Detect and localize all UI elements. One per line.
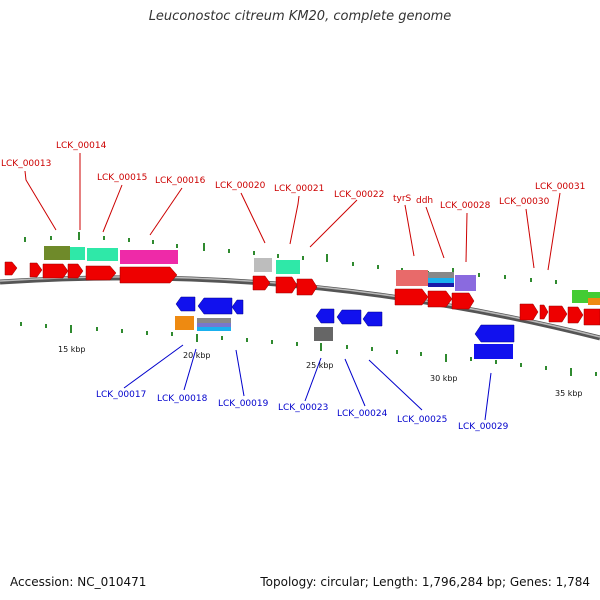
feature-box[interactable] (455, 275, 476, 291)
gene-label[interactable]: LCK_00031 (535, 182, 585, 192)
feature-box[interactable] (428, 283, 454, 287)
feature-box[interactable] (87, 248, 118, 261)
lower-feature-boxes (175, 316, 513, 359)
gene-label[interactable]: LCK_00019 (218, 399, 269, 409)
gene-label[interactable]: LCK_00017 (96, 390, 146, 400)
scale-label: 20 kbp (183, 351, 211, 360)
gene-arrow[interactable] (231, 299, 244, 315)
feature-box[interactable] (428, 272, 454, 278)
gene-arrow[interactable] (583, 308, 600, 326)
gene-arrow[interactable] (175, 296, 196, 312)
feature-box[interactable] (197, 318, 231, 323)
feature-box[interactable] (588, 292, 600, 298)
gene-arrow[interactable] (315, 308, 335, 324)
gene-label[interactable]: LCK_00021 (274, 184, 324, 194)
gene-label[interactable]: LCK_00023 (278, 403, 328, 413)
gene-arrow[interactable] (548, 305, 568, 323)
gene-arrow[interactable] (29, 262, 43, 278)
feature-box[interactable] (474, 344, 513, 359)
gene-label[interactable]: LCK_00018 (157, 394, 208, 404)
reverse-leaders (123, 344, 492, 421)
forward-leaders (24, 153, 561, 271)
gene-arrow[interactable] (67, 263, 84, 279)
forward-genes (4, 261, 600, 326)
feature-box[interactable] (197, 323, 231, 327)
gene-arrow[interactable] (296, 278, 318, 296)
feature-box[interactable] (314, 327, 333, 341)
gene-label[interactable]: LCK_00024 (337, 409, 388, 419)
feature-box[interactable] (572, 290, 588, 303)
gene-label[interactable]: LCK_00020 (215, 181, 266, 191)
gene-arrow[interactable] (474, 324, 515, 343)
feature-box[interactable] (70, 247, 85, 260)
gene-label[interactable]: LCK_00029 (458, 422, 509, 432)
reverse-genes (175, 296, 515, 343)
gene-label[interactable]: tyrS (393, 194, 412, 204)
gene-arrow[interactable] (394, 288, 429, 306)
gene-label[interactable]: LCK_00025 (397, 415, 447, 425)
gene-label[interactable]: LCK_00016 (155, 176, 206, 186)
forward-labels: LCK_00013 LCK_00014 LCK_00015 LCK_00016 … (1, 141, 585, 211)
scale-label: 35 kbp (555, 389, 583, 398)
lower-ticks (20, 322, 597, 376)
feature-box[interactable] (44, 246, 70, 260)
feature-box[interactable] (396, 270, 428, 286)
gene-arrow[interactable] (42, 263, 69, 279)
gene-arrow[interactable] (4, 261, 18, 276)
gene-label[interactable]: LCK_00014 (56, 141, 107, 151)
gene-arrow[interactable] (85, 265, 117, 281)
scale-label: 30 kbp (430, 374, 458, 383)
feature-box[interactable] (428, 278, 454, 283)
feature-box[interactable] (197, 327, 231, 331)
gene-arrow[interactable] (275, 276, 298, 294)
gene-arrow[interactable] (336, 309, 362, 325)
feature-box[interactable] (120, 250, 178, 264)
gene-arrow[interactable] (539, 304, 549, 320)
accession-text: Accession: NC_010471 (10, 575, 147, 589)
feature-box[interactable] (254, 258, 272, 272)
gene-arrow[interactable] (451, 292, 475, 310)
reverse-labels: LCK_00017 LCK_00018 LCK_00019 LCK_00023 … (96, 390, 509, 432)
gene-label[interactable]: LCK_00028 (440, 201, 491, 211)
gene-label[interactable]: ddh (416, 196, 433, 206)
scale-label: 25 kbp (306, 361, 334, 370)
gene-arrow[interactable] (519, 303, 539, 321)
feature-box[interactable] (588, 298, 600, 305)
gene-arrow[interactable] (119, 266, 178, 284)
scale-label: 15 kbp (58, 345, 86, 354)
feature-box[interactable] (175, 316, 194, 330)
gene-arrow[interactable] (362, 311, 383, 327)
gene-label[interactable]: LCK_00022 (334, 190, 384, 200)
genome-summary-text: Topology: circular; Length: 1,796,284 bp… (260, 575, 590, 589)
gene-label[interactable]: LCK_00030 (499, 197, 550, 207)
gene-label[interactable]: LCK_00013 (1, 159, 51, 169)
map-title: Leuconostoc citreum KM20, complete genom… (148, 9, 452, 24)
gene-arrow[interactable] (567, 306, 584, 324)
gene-arrow[interactable] (197, 297, 233, 315)
gene-arrow[interactable] (427, 290, 453, 308)
upper-feature-boxes (44, 246, 600, 305)
gene-arrow[interactable] (252, 275, 271, 291)
gene-label[interactable]: LCK_00015 (97, 173, 147, 183)
feature-box[interactable] (276, 260, 300, 274)
